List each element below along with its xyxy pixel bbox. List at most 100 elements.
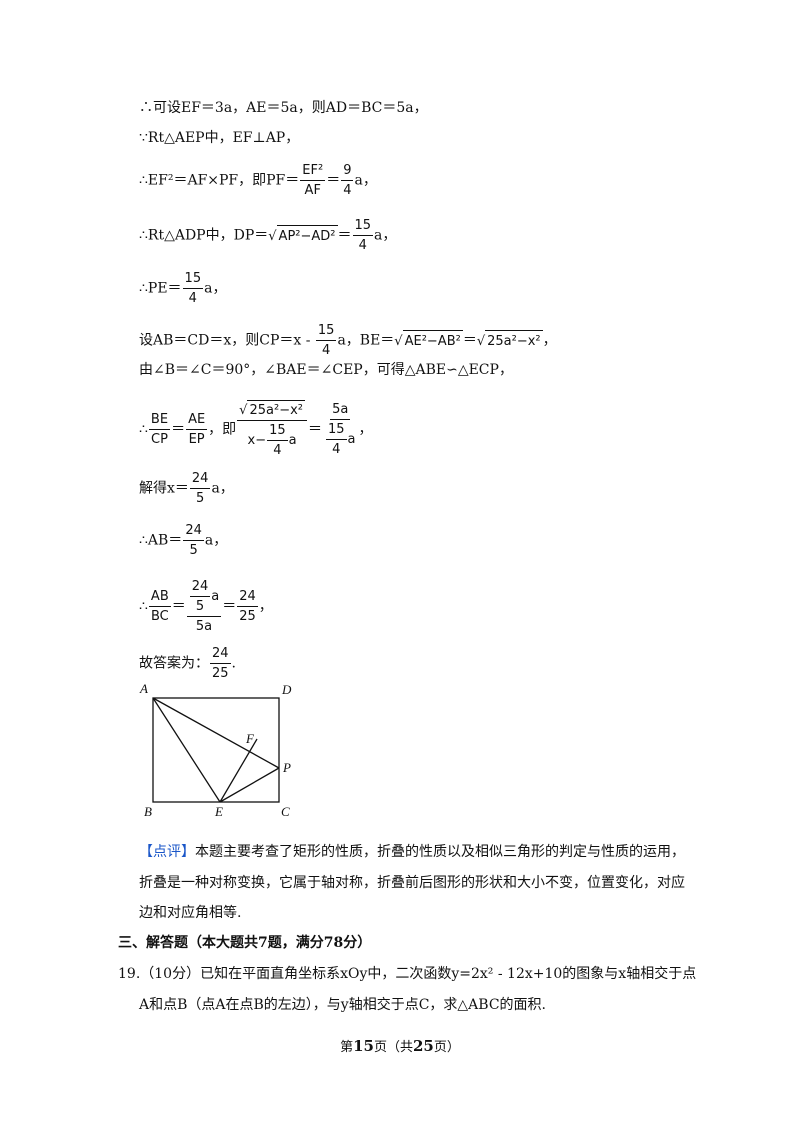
denominator: 25 [212,666,229,681]
comment-line-1: 【点评】本题主要考查了矩形的性质，折叠的性质以及相似三角形的判定与性质的运用， [139,842,685,862]
section-heading: 三、解答题（本大题共7题，满分78分） [118,935,372,951]
text: ∴ [139,421,148,438]
text: x− [247,433,267,448]
text: a，BE＝ [337,332,395,349]
numerator: 24 [210,645,231,664]
text: a， [204,532,228,549]
sqrt-expression: √AP²−AD² [268,224,338,244]
segment-ae [152,697,221,803]
numerator: 24 [189,578,211,597]
question-19-line-1: 19.（10分）已知在平面直角坐标系xOy中，二次函数y=2x² - 12x+1… [118,966,697,982]
label-p: P [282,760,291,775]
numerator: 15 [326,421,347,440]
text: ， [358,421,373,438]
page-number: 15 [353,1037,374,1055]
text: a， [374,227,397,244]
denominator: 4 [188,291,197,306]
denominator: 4 [273,443,282,458]
label-b: B [144,804,152,819]
sqrt-expression: √AE²−AB² [394,329,463,349]
text: a [347,432,356,447]
denominator: 4 [343,183,352,198]
radicand: 25a²−x² [247,400,305,419]
denominator: 4 [322,343,331,358]
equals: ＝ [337,227,352,244]
text: a [211,589,220,604]
equals: ＝ [171,421,186,438]
radicand: 25a²−x² [485,329,543,352]
text: 故答案为： [139,655,209,672]
denominator: 25 [239,609,256,624]
text: ∴Rt△ADP中，DP＝ [139,227,269,244]
numerator: √25a²−x² [237,400,307,421]
text: 设AB＝CD＝x，则CP＝x - [139,332,315,349]
comment-tag: 【点评】 [139,844,195,860]
text: a， [211,480,234,497]
denominator: BC [150,609,169,624]
text: 页（共 [373,1040,413,1055]
text: 第 [340,1040,354,1055]
denominator: 5 [195,599,205,614]
equals: ＝ [326,172,341,189]
denominator: 5 [189,543,198,558]
segment-ep [219,767,280,803]
denominator: AF [304,183,321,198]
label-f: F [245,731,255,746]
rectangle-fold-figure: A D B C E F P [139,681,292,819]
text: ∴ [139,598,148,615]
equals: ＝ [222,598,237,615]
label-c: C [281,804,290,819]
numerator: 5a [330,401,351,420]
denominator: 4 [358,238,367,253]
segment-ap [152,697,280,769]
fraction-ab-bc: AB BC [148,588,171,625]
solution-line-7: 由∠B＝∠C＝90°，∠BAE＝∠CEP，可得△ABE∽△ECP， [139,362,513,378]
text: 页） [433,1040,460,1055]
numerator: EF² [300,162,326,181]
denominator: 5 [196,491,205,506]
numerator: 24 [183,522,204,541]
label-a: A [139,681,148,696]
label-e: E [214,804,223,819]
equals: ＝ [462,332,477,349]
fraction-ef2-af: EF² AF [300,162,326,199]
equals: ＝ [308,421,322,438]
question-19-line-2: A和点B（点A在点B的左边），与y轴相交于点C，求△ABC的面积. [139,997,547,1013]
denominator: EP [188,432,205,447]
numerator: 15 [352,217,374,236]
text: ∴AB＝ [139,532,183,549]
text: ， [258,598,273,615]
radicand: AP²−AD² [276,224,338,247]
text: 解得x＝ [139,480,189,497]
denominator: 5a [195,619,213,634]
text: a， [354,172,377,189]
solution-line-1: ∴可设EF＝3a，AE＝5a，则AD＝BC＝5a， [139,100,428,116]
numerator: AB [148,588,171,607]
comment-line-3: 边和对应角相等. [139,905,242,921]
radicand: AE²−AB² [402,329,463,352]
